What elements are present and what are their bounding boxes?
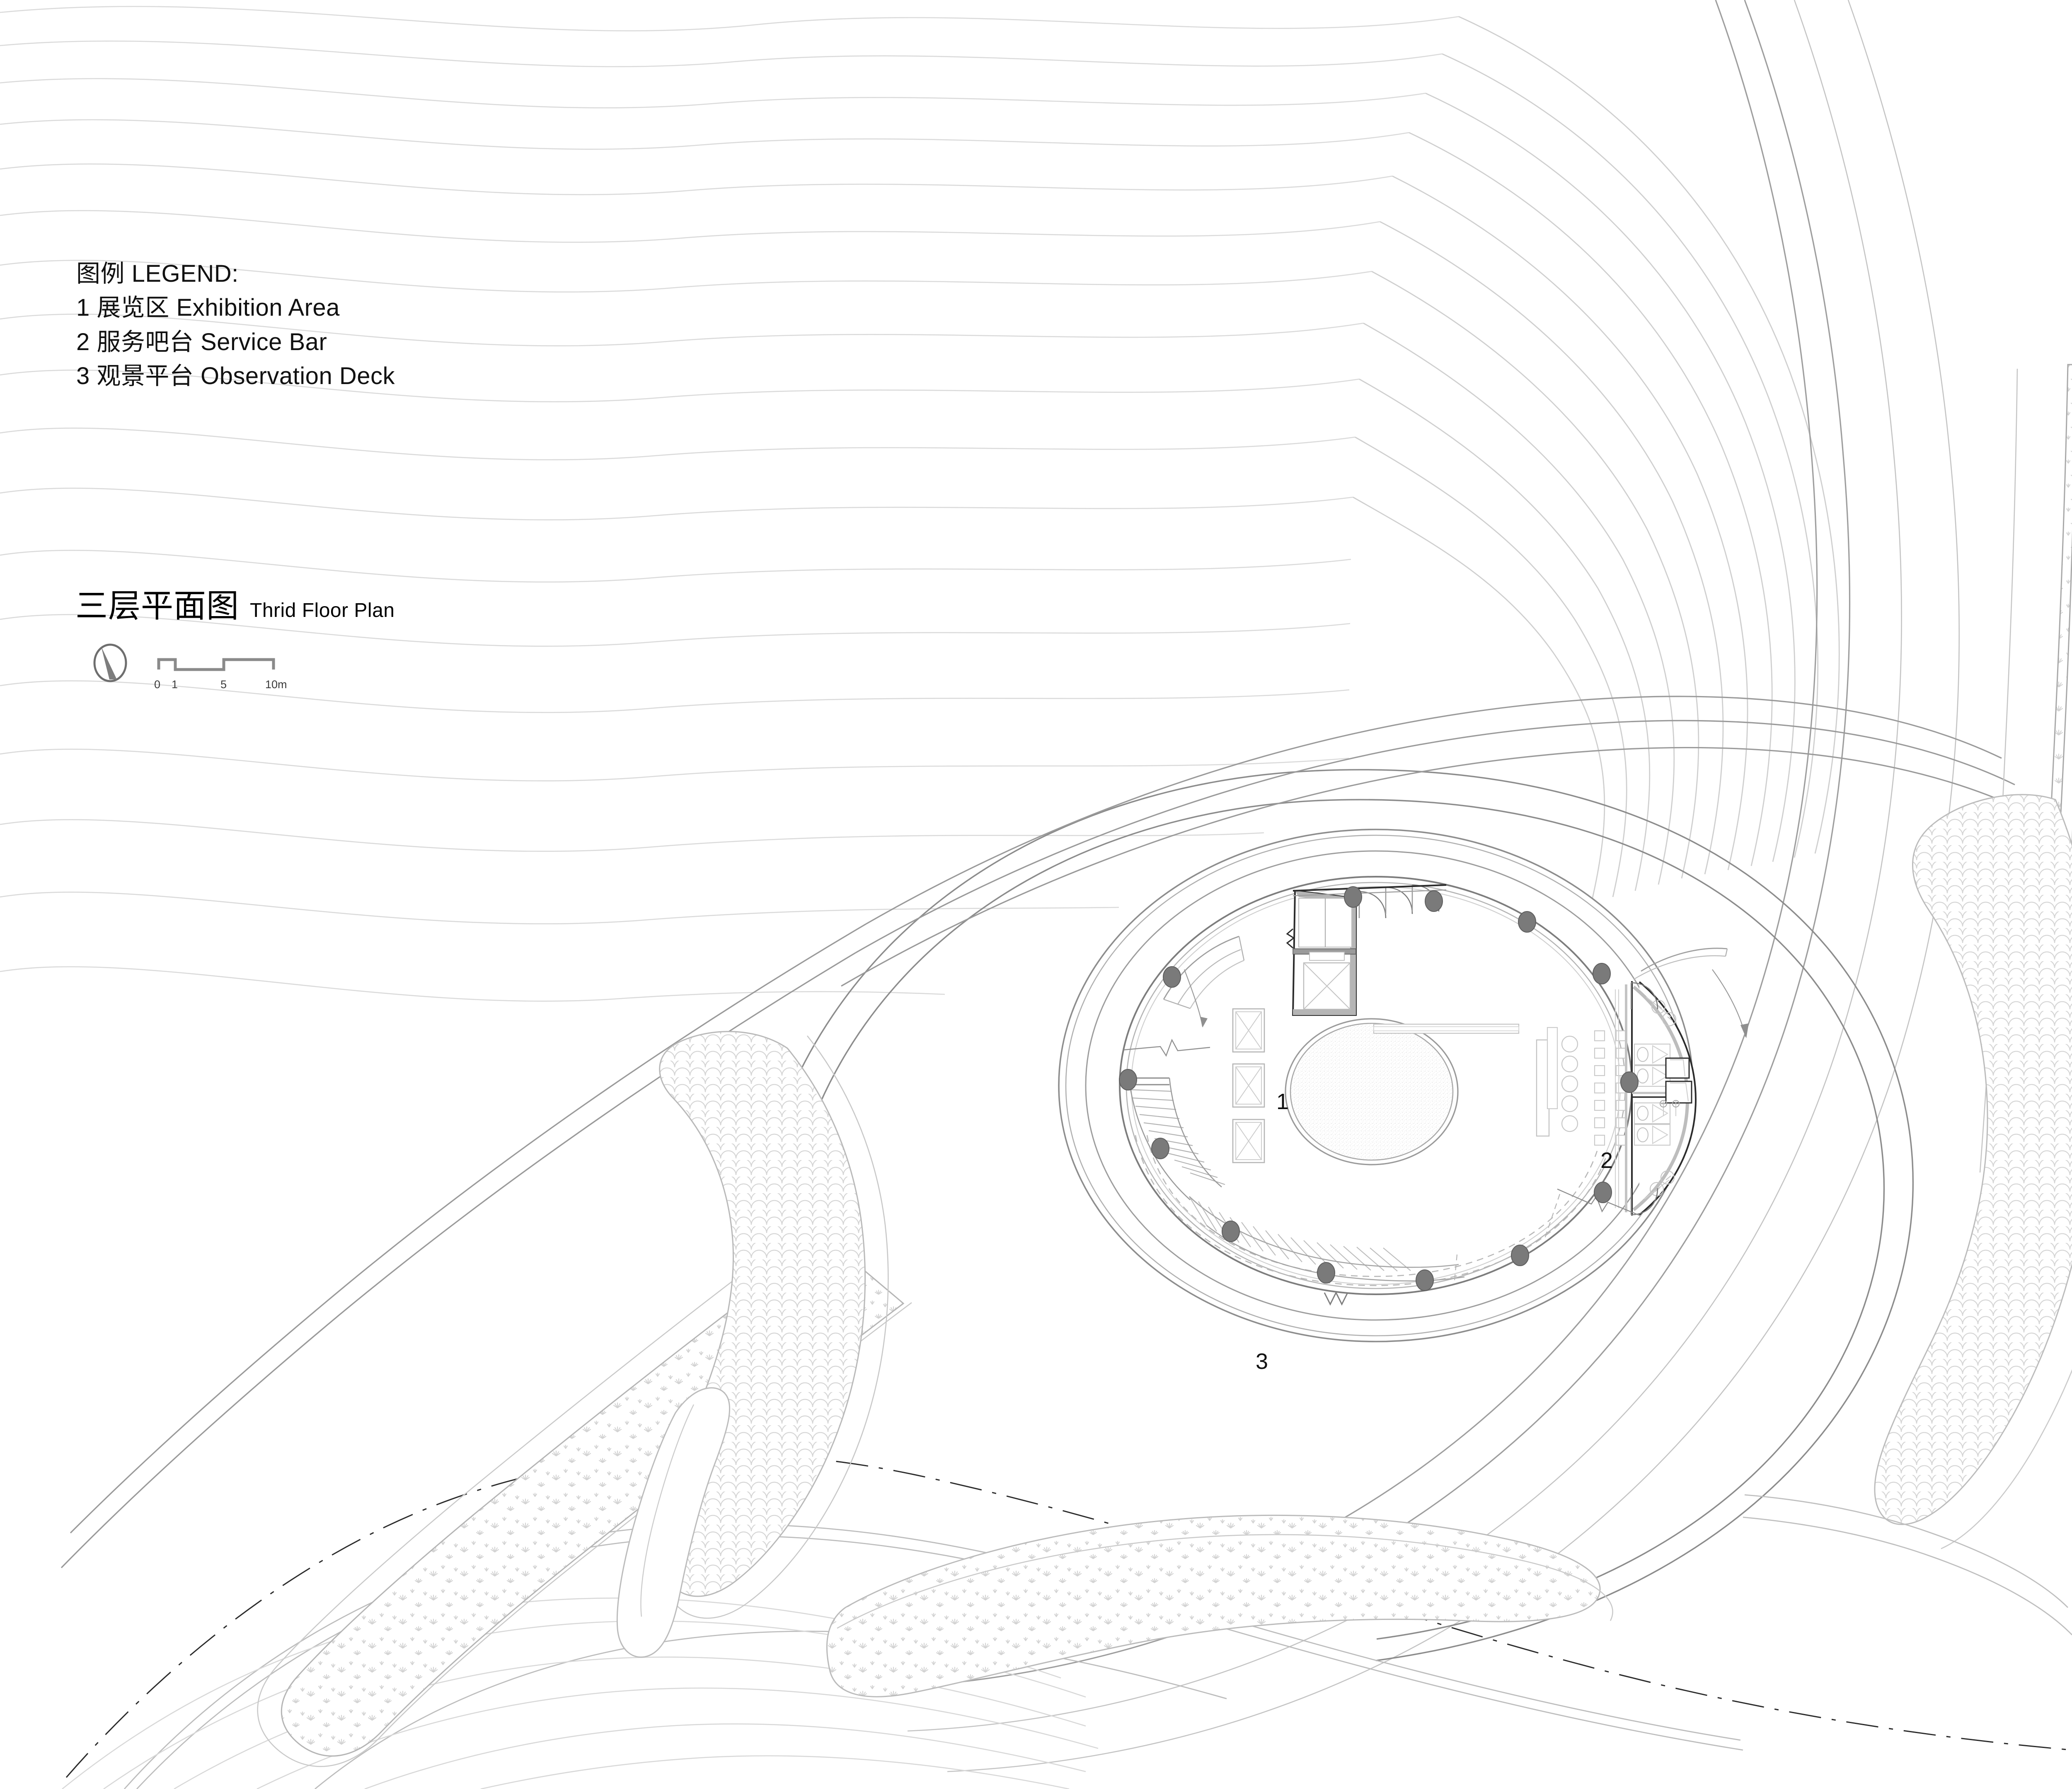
legend-item-2: 2 服务吧台 Service Bar (76, 328, 327, 355)
drawing-title-en: Thrid Floor Plan (250, 600, 395, 621)
column (1317, 1262, 1335, 1284)
elevator-cab (1303, 952, 1351, 1010)
sinks-upper (1646, 996, 1677, 1027)
column (1222, 1221, 1240, 1242)
planting-bed-lower (826, 1514, 1613, 1697)
accessible-stalls (1665, 1057, 1692, 1104)
lower-right-path (1743, 1494, 2072, 1635)
ramp-right (1633, 948, 1749, 1038)
water-scale-area-right (1874, 794, 2072, 1550)
toilet-stall (1634, 1043, 1671, 1066)
exhibition-panel (1232, 1063, 1265, 1108)
plan-label-2: 2 (1600, 1148, 1613, 1173)
ring-road (750, 769, 1914, 1661)
stair-core-flight (1298, 897, 1353, 948)
elevator-core (1286, 884, 1440, 1016)
ramp-upper-left (1163, 936, 1245, 1027)
legend: 图例 LEGEND: 1 展览区 Exhibition Area 2 服务吧台 … (76, 257, 395, 393)
core-break-symbol (1286, 928, 1295, 949)
legend-item-3: 3 观景平台 Observation Deck (76, 363, 395, 390)
column (1119, 1069, 1137, 1090)
restroom-glazing (1615, 989, 1619, 1208)
display-bench-top (1373, 1023, 1520, 1034)
bottom-entry-break (1324, 1291, 1348, 1306)
bar-stools (1561, 1035, 1578, 1132)
break-line-right (1557, 1188, 1641, 1216)
circulation-ring-dashed (1135, 1135, 1609, 1286)
bar-counter-group (1536, 1027, 1578, 1137)
plan-label-1: 1 (1276, 1089, 1289, 1114)
upper-approach-path (841, 696, 2029, 987)
toilet-stalls (1634, 1043, 1671, 1146)
urinals (1660, 1100, 1680, 1116)
legend-title: 图例 LEGEND: (76, 260, 239, 287)
column (1425, 890, 1443, 912)
column (1416, 1269, 1434, 1291)
north-arrow-icon (93, 643, 127, 682)
top-entry-slab (1293, 884, 1447, 892)
scale-bar-graphic (157, 658, 275, 671)
column (1151, 1138, 1169, 1159)
bar-back-counter (1547, 1027, 1558, 1110)
ridge-lines-upper-right (1353, 16, 1840, 904)
stair-left (1128, 1077, 1225, 1200)
break-line-left (1123, 1039, 1210, 1057)
contour-lines-upper (0, 6, 1459, 1002)
exhibition-panel (1232, 1008, 1265, 1053)
column (1620, 1071, 1639, 1093)
restroom-doors (1630, 982, 1658, 1216)
toilet-stall (1634, 1124, 1671, 1146)
building-pavilion (1058, 829, 1749, 1342)
road-centerline-bottom (65, 1453, 2072, 1778)
structural-columns (1119, 886, 1639, 1291)
exhibition-panel (1232, 1119, 1265, 1163)
restroom-block (1615, 981, 1697, 1216)
column (1518, 911, 1536, 933)
drawing-title-block: 三层平面图 Thrid Floor Plan (75, 580, 395, 626)
toilet-stall (1634, 1065, 1671, 1087)
column (1593, 963, 1611, 984)
atrium-void (1290, 1023, 1454, 1161)
column (1163, 966, 1181, 988)
legend-item-1: 1 展览区 Exhibition Area (76, 294, 340, 322)
exhibition-panels (1232, 1008, 1265, 1163)
toilet-stall (1634, 1102, 1671, 1124)
atrium-void-outer (1285, 1018, 1459, 1165)
drawing-title-cn: 三层平面图 (75, 587, 240, 624)
lower-connectors (1454, 1194, 1561, 1281)
planting-bed-slim (616, 1387, 731, 1658)
column (1511, 1245, 1529, 1266)
column (1594, 1182, 1612, 1203)
column (1344, 886, 1362, 908)
ridge-edge-secondary (907, 0, 1960, 1772)
plan-label-3: 3 (1256, 1349, 1268, 1374)
